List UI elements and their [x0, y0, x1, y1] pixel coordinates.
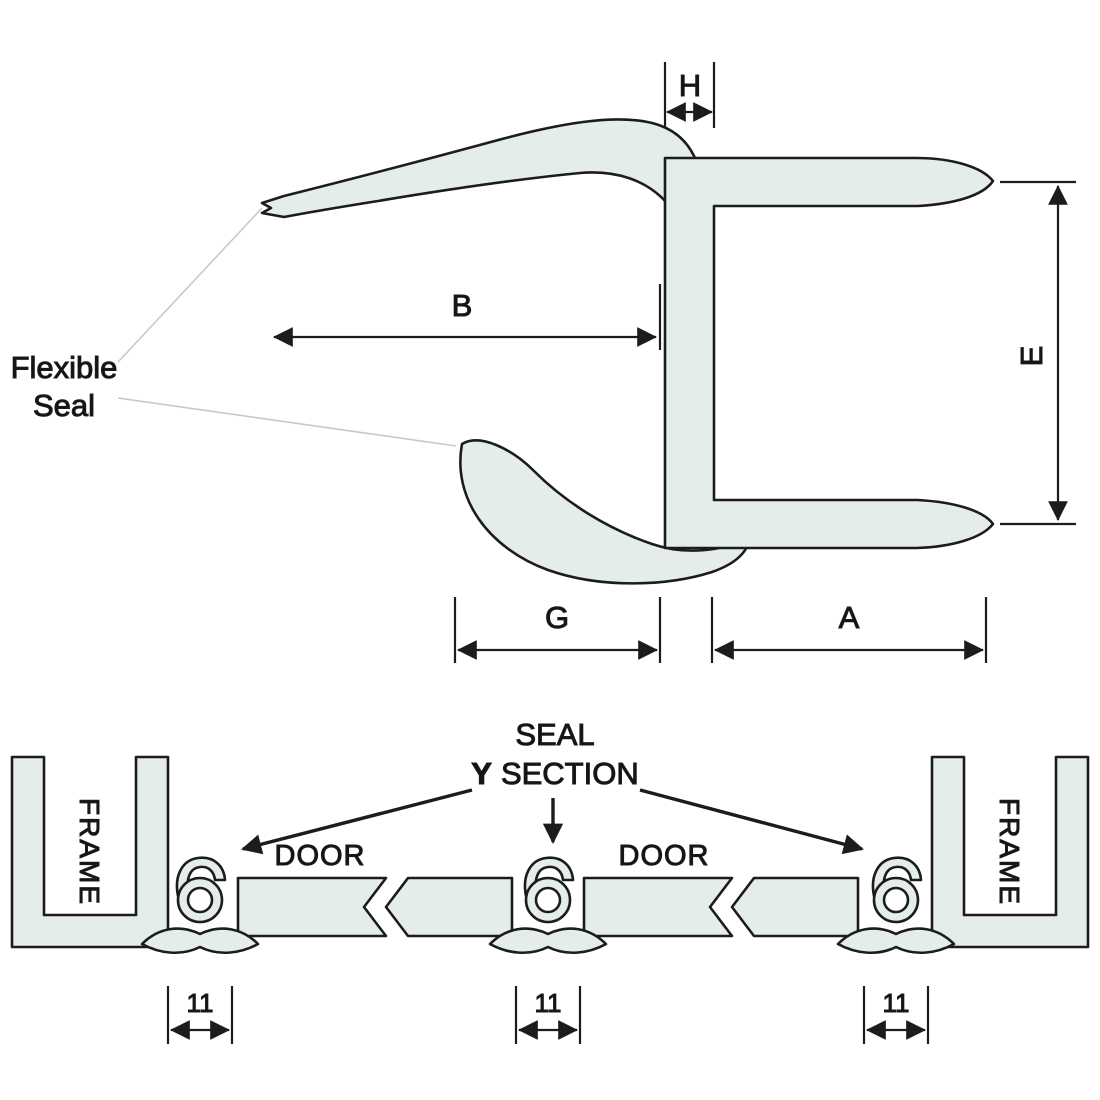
door-2-label: DOOR: [619, 840, 710, 872]
dimensions-top: H B E G A: [273, 62, 1076, 663]
callout-arrow-right: [639, 788, 864, 855]
profile-cross-section: Flexible Seal: [10, 118, 995, 585]
dim-e: E: [1000, 180, 1076, 526]
door-1-segment-b: [384, 876, 514, 938]
seal-callout-line2: Y SECTION: [471, 756, 638, 791]
dim-seal-left-label: 11: [187, 988, 214, 1018]
leader-line-upper-wing: [117, 207, 263, 363]
seal-callout-y: Y: [471, 756, 492, 791]
dim-a: A: [710, 597, 988, 663]
frame-left: [10, 755, 170, 949]
flexible-seal-upper-wing: [260, 118, 704, 219]
flexible-seal-label-line2: Seal: [33, 388, 95, 423]
dim-b: B: [273, 284, 662, 350]
channel-body: [663, 156, 995, 550]
dim-h: H: [663, 62, 716, 128]
dim-a-label: A: [839, 600, 860, 635]
frame-right: [930, 755, 1090, 949]
dim-seal-center-label: 11: [535, 988, 562, 1018]
dim-b-label: B: [452, 288, 473, 323]
dim-seal-right-label: 11: [883, 988, 910, 1018]
door-1-label: DOOR: [275, 840, 366, 872]
seal-callout-line1: SEAL: [515, 717, 594, 752]
dim-seal-right: 11: [862, 986, 930, 1044]
dim-h-label: H: [679, 68, 701, 103]
dim-e-label: E: [1014, 346, 1049, 367]
dim-seal-center: 11: [514, 986, 582, 1044]
dim-g: G: [453, 597, 662, 663]
leader-line-lower-wing: [117, 397, 457, 447]
door-2-segment-b: [730, 876, 860, 938]
frame-right-label: FRAME: [994, 798, 1025, 906]
door-1-segment-a: [236, 876, 388, 938]
installation-schematic: FRAME FRAME DOOR DOOR SEAL Y SECTION: [10, 717, 1090, 1044]
dim-g-label: G: [545, 600, 569, 635]
frame-left-label: FRAME: [74, 798, 105, 906]
seal-callout-section: SECTION: [501, 756, 639, 791]
dim-seal-left: 11: [166, 986, 234, 1044]
door-2-segment-a: [582, 876, 734, 938]
flexible-seal-label-line1: Flexible: [11, 350, 118, 385]
callout-arrow-left: [241, 788, 473, 855]
